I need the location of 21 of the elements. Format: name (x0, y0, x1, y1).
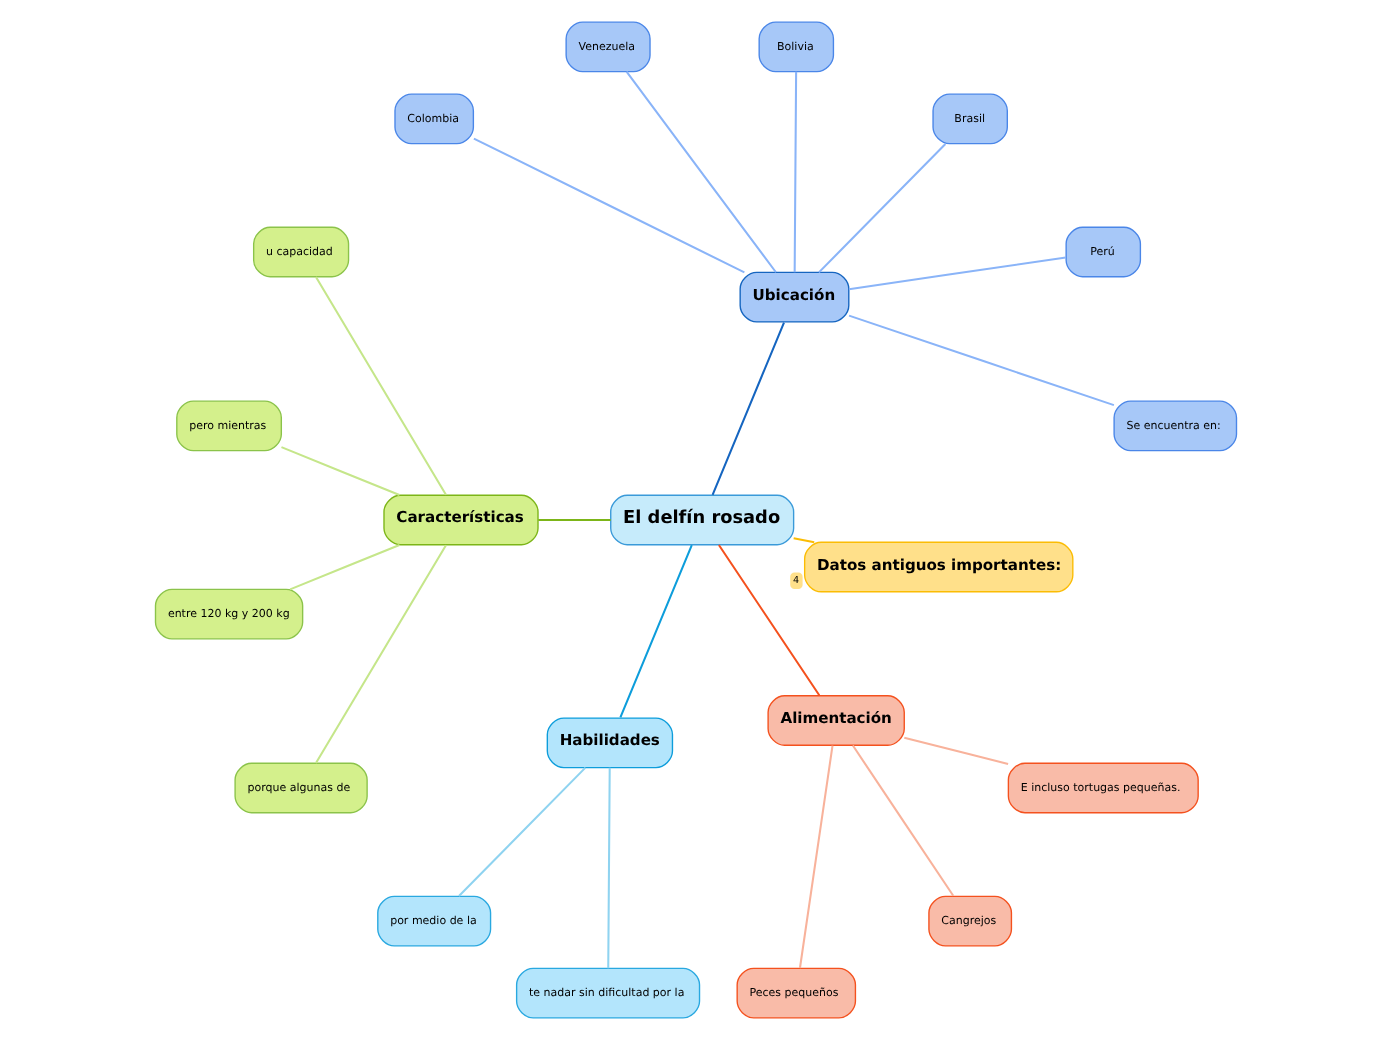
connector (793, 71, 798, 273)
connector (315, 544, 447, 764)
connector (538, 519, 611, 522)
connector (315, 276, 447, 496)
connector (852, 744, 955, 897)
connector (718, 544, 821, 696)
connector (818, 143, 947, 274)
connector (798, 745, 834, 969)
node-box: El delfín rosado (610, 494, 795, 546)
connector (625, 71, 777, 273)
connector (793, 537, 815, 544)
connector (904, 736, 1009, 765)
connector (711, 322, 785, 496)
connector (848, 256, 1066, 291)
connector (281, 446, 400, 496)
connector (848, 314, 1115, 407)
connector (458, 766, 587, 897)
connector (607, 767, 611, 969)
connector (289, 544, 400, 591)
connector (473, 137, 745, 274)
connector (619, 544, 693, 718)
